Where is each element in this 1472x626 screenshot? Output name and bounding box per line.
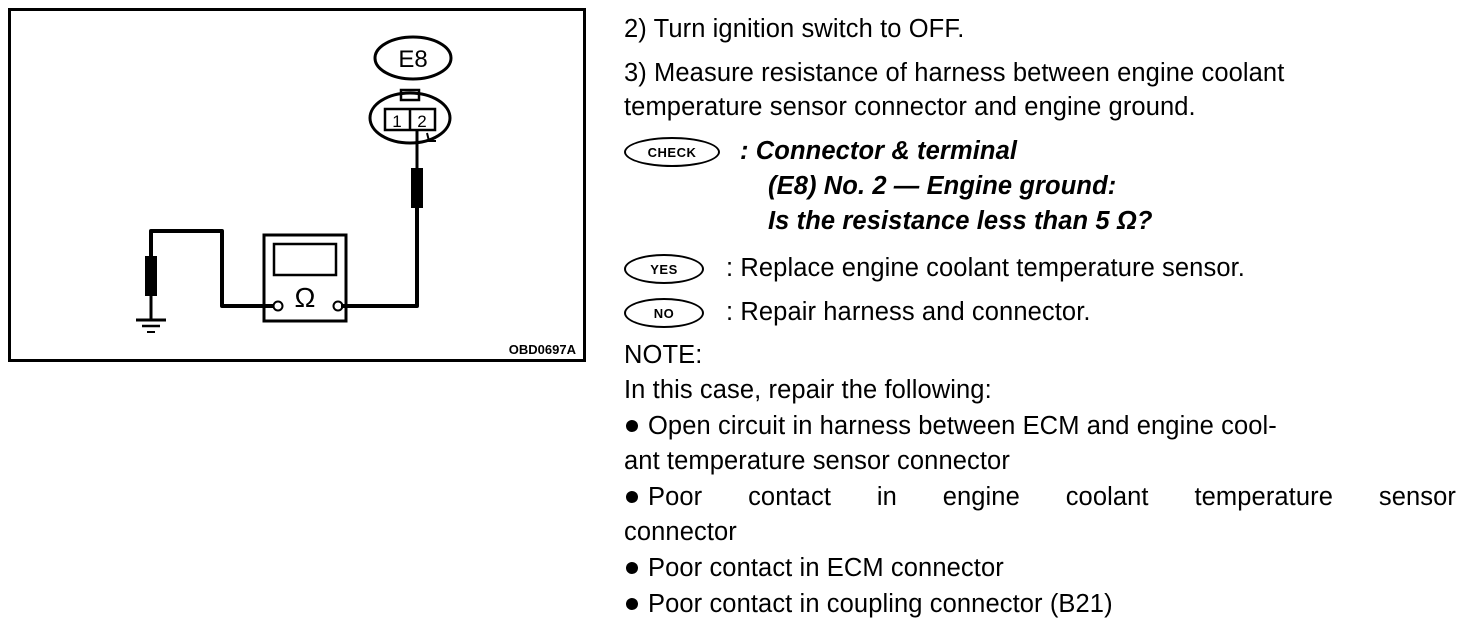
bullet-icon bbox=[626, 598, 638, 611]
lead-right bbox=[341, 208, 419, 308]
note-item-2: Poor contact in engine coolant temperatu… bbox=[624, 480, 1456, 514]
circuit-diagram: E8 1 2 Ω OBD0697A bbox=[8, 8, 586, 362]
pin-2-label: 2 bbox=[417, 112, 426, 131]
ohmmeter-display bbox=[272, 242, 338, 277]
ohmmeter-terminal-right bbox=[332, 300, 344, 312]
note-intro: In this case, repair the following: bbox=[624, 376, 992, 404]
ohmmeter bbox=[262, 233, 348, 323]
note-item-1-cont: ant temperature sensor connector bbox=[624, 447, 1010, 475]
probe-right bbox=[411, 168, 423, 208]
bullet-icon bbox=[626, 562, 638, 575]
check-line-2: (E8) No. 2 — Engine ground: bbox=[768, 172, 1117, 200]
lead-left bbox=[149, 229, 273, 308]
bullet-icon bbox=[626, 420, 638, 433]
figure-frame bbox=[8, 8, 586, 362]
note-item-1: Open circuit in harness between ECM and … bbox=[624, 409, 1277, 443]
note-item-2-cont: connector bbox=[624, 518, 737, 546]
bullet-icon bbox=[626, 491, 638, 504]
yes-badge: YES bbox=[624, 254, 704, 284]
pin-1-label: 1 bbox=[392, 112, 401, 131]
step-3-line-1: 3) Measure resistance of harness between… bbox=[624, 59, 1285, 87]
probe-left bbox=[145, 256, 157, 296]
connector-label: E8 bbox=[398, 46, 427, 73]
no-badge: NO bbox=[624, 298, 704, 328]
step-3-line-2: temperature sensor connector and engine … bbox=[624, 93, 1196, 121]
step-2: 2) Turn ignition switch to OFF. bbox=[624, 15, 965, 43]
ohm-symbol: Ω bbox=[295, 282, 316, 313]
connector-outline bbox=[368, 91, 452, 145]
check-line-3: Is the resistance less than 5 Ω? bbox=[768, 207, 1153, 235]
note-item-4: Poor contact in coupling connector (B21) bbox=[624, 587, 1113, 621]
circuit-diagram-svg: E8 1 2 Ω OBD0697A bbox=[8, 8, 586, 362]
connector-label-ellipse bbox=[373, 35, 453, 81]
check-badge: CHECK bbox=[624, 137, 720, 167]
note-title: NOTE: bbox=[624, 341, 703, 369]
check-line-1: : Connector & terminal bbox=[740, 137, 1018, 165]
yes-text: : Replace engine coolant temperature sen… bbox=[726, 254, 1245, 282]
no-text: : Repair harness and connector. bbox=[726, 298, 1091, 326]
note-item-3: Poor contact in ECM connector bbox=[624, 551, 1004, 585]
figure-code: OBD0697A bbox=[509, 342, 577, 357]
ohmmeter-terminal-left bbox=[272, 300, 284, 312]
